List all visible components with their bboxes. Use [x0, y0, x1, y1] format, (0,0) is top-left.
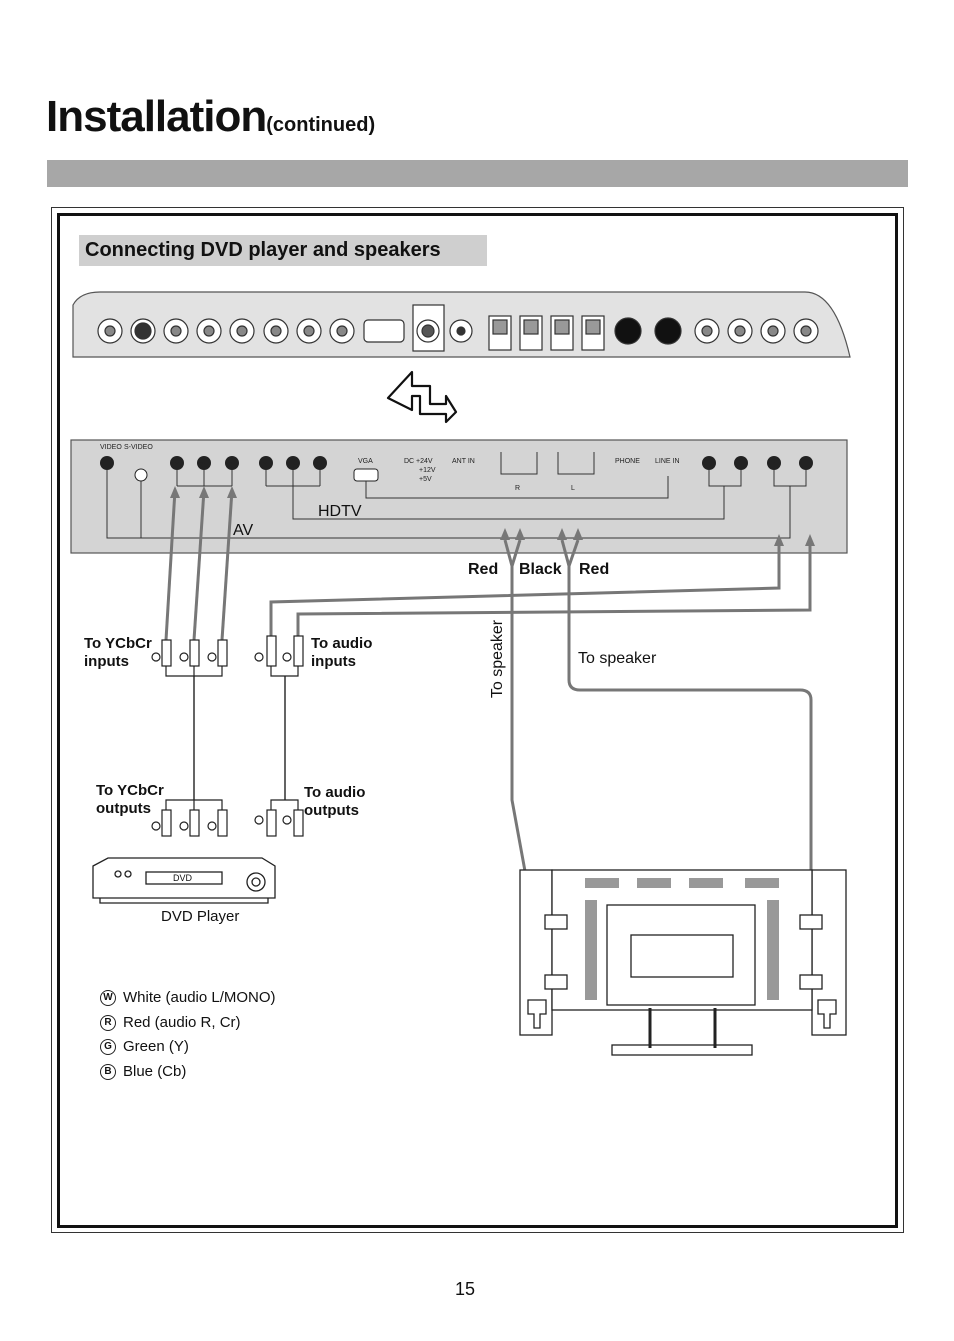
audio-outputs-label: To audio outputs	[304, 784, 366, 819]
component-cables	[164, 489, 234, 641]
port-label: VIDEO	[100, 444, 122, 451]
port-label: Cb	[198, 462, 207, 469]
panel-jacks	[100, 456, 813, 482]
legend-text: Blue (Cb)	[123, 1062, 187, 1080]
port-label: LINE IN	[655, 458, 680, 465]
port-label: L	[737, 462, 742, 469]
port-label: +5V	[419, 476, 432, 483]
rear-panel-jacks	[97, 304, 819, 352]
speaker-arrowheads	[500, 528, 583, 540]
av-group-label: AV	[233, 522, 253, 539]
port-label: +12V	[419, 467, 436, 474]
ycbcr-output-plugs	[151, 799, 228, 837]
diagram-frame-inner	[57, 213, 898, 1228]
audio-inputs-label: To audio inputs	[311, 635, 373, 670]
page-number: 15	[455, 1279, 476, 1299]
diagram-frame	[51, 207, 904, 1233]
legend-text: Green (Y)	[123, 1038, 189, 1055]
page-title-suffix: (continued)	[266, 114, 376, 136]
port-label: Cr	[227, 462, 235, 469]
to-speaker-vertical-label: To speaker	[489, 619, 506, 699]
legend-symbol: B	[100, 1063, 116, 1080]
dvd-player-label: DVD Player	[161, 908, 240, 925]
header-bar	[47, 160, 908, 187]
port-label: Y	[174, 462, 179, 469]
port-label: VGA	[358, 458, 373, 465]
legend-symbol: G	[100, 1039, 116, 1056]
port-label: R	[770, 462, 775, 469]
legend-symbol: W	[100, 990, 116, 1007]
to-speaker-right-label: To speaker	[578, 650, 657, 667]
port-label: L	[571, 485, 575, 492]
audio-output-plugs	[254, 799, 304, 837]
port-label: PHONE	[615, 458, 640, 465]
tv-grille	[585, 878, 779, 1000]
component-arrowheads	[170, 486, 237, 498]
wire-label-red-2: Red	[579, 561, 610, 578]
wire-label-red-1: Red	[468, 561, 499, 578]
port-label: Pb	[287, 462, 296, 469]
audio-input-plugs	[254, 635, 304, 677]
dvd-display-label: DVD	[173, 873, 193, 883]
legend-text: Red (audio R, Cr)	[123, 1013, 241, 1031]
panel-strip	[70, 439, 848, 554]
section-title: Connecting DVD player and speakers	[79, 235, 487, 266]
legend-item: B Blue (Cb)	[100, 1060, 276, 1085]
port-label: Pr	[315, 462, 323, 469]
port-label: R	[515, 485, 520, 492]
audio-arrowheads	[774, 534, 815, 546]
port-label: ANT IN	[452, 458, 475, 465]
legend-item: G Green (Y)	[100, 1035, 276, 1060]
color-legend: W White (audio L/MONO) R Red (audio R, Cr)…	[100, 986, 276, 1084]
ycbcr-input-plugs	[151, 639, 228, 677]
legend-symbol: R	[100, 1014, 116, 1031]
page-title: Installation(continued)	[46, 92, 376, 141]
panel-group-lines	[106, 452, 807, 539]
hdtv-group-label: HDTV	[318, 503, 362, 520]
rotate-arrow-icon	[386, 370, 458, 424]
port-label: S-VIDEO	[124, 444, 153, 451]
port-label: L	[802, 462, 807, 469]
ycbcr-inputs-label: To YCbCr inputs	[84, 635, 152, 670]
port-label: DC +24V	[404, 458, 433, 465]
dvd-player	[92, 857, 276, 904]
tv-with-speakers	[519, 869, 847, 1056]
legend-item: R Red (audio R, Cr)	[100, 1011, 276, 1036]
port-label: R	[705, 462, 710, 469]
audio-cables	[269, 540, 812, 636]
port-label: Y	[262, 462, 267, 469]
ycbcr-outputs-label: To YCbCr outputs	[96, 782, 164, 817]
legend-text: White (audio L/MONO)	[123, 989, 276, 1006]
legend-item: W White (audio L/MONO)	[100, 986, 276, 1011]
wire-label-black: Black	[519, 561, 562, 578]
